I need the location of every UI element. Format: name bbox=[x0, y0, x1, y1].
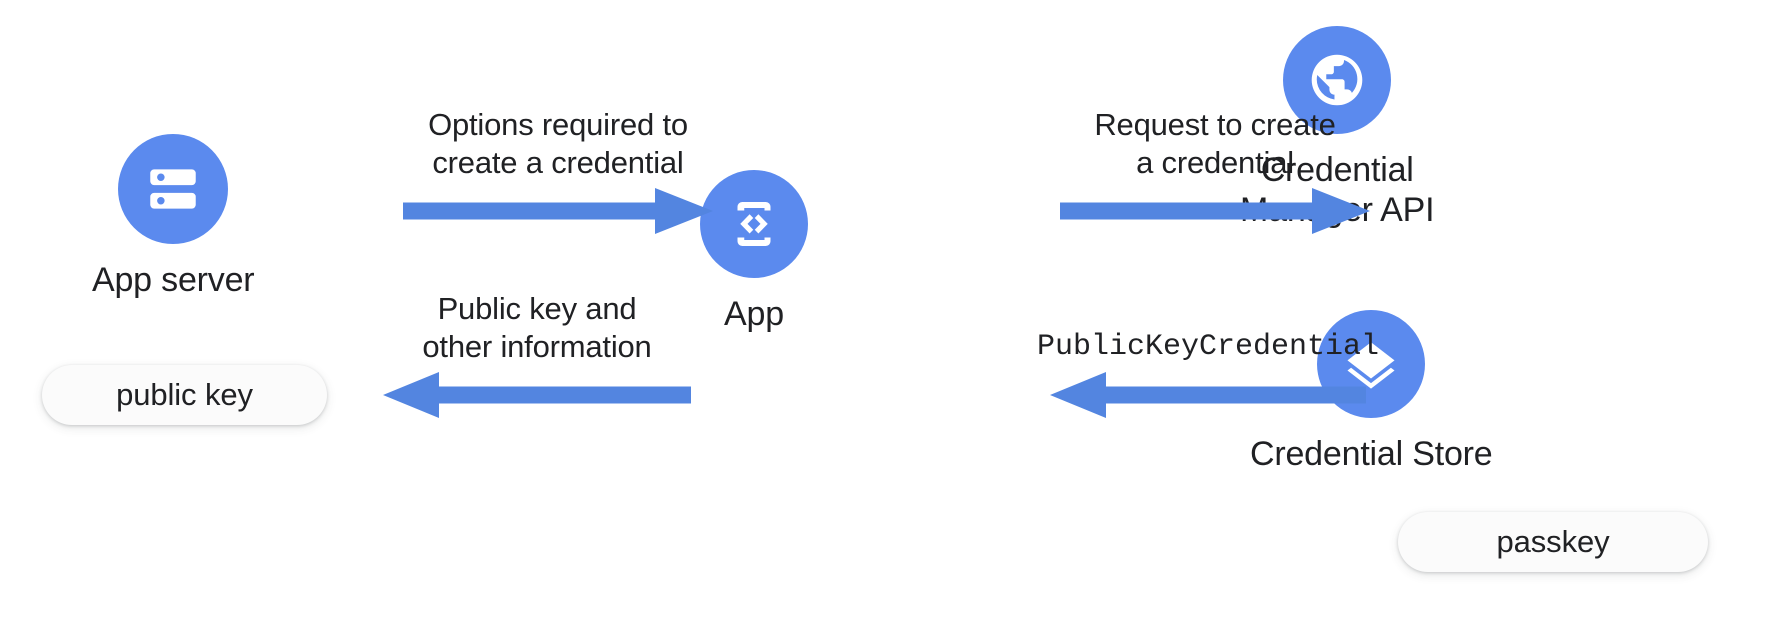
public-key-chip: public key bbox=[42, 365, 327, 425]
arrow-request-to-create: Request to create a credential bbox=[1060, 107, 1370, 234]
arrow-label-options-required: Options required to create a credential bbox=[428, 106, 688, 180]
arrow-right-glyph bbox=[1060, 188, 1370, 234]
node-credential-store: Credential Store bbox=[1250, 310, 1493, 474]
arrow-label-public-key-and-other-information: Public key and other information bbox=[422, 290, 652, 364]
arrow-options-required: Options required to create a credential bbox=[403, 107, 713, 234]
globe-icon bbox=[1283, 26, 1392, 134]
public-key-chip-label: public key bbox=[116, 377, 253, 412]
node-label-app: App bbox=[724, 295, 784, 333]
arrow-left-glyph bbox=[383, 372, 691, 418]
arrow-right-glyph bbox=[403, 188, 713, 234]
arrow-left-glyph bbox=[1050, 372, 1366, 418]
node-app: App bbox=[700, 170, 808, 334]
app-code-phone-icon bbox=[700, 170, 808, 278]
node-label-credential-store: Credential Store bbox=[1250, 435, 1493, 473]
node-label-app-server: App server bbox=[92, 261, 255, 299]
server-icon bbox=[118, 134, 229, 244]
node-app-server: App server bbox=[92, 134, 255, 300]
arrow-label-public-key-credential: PublicKeyCredential bbox=[1036, 330, 1380, 365]
passkey-chip: passkey bbox=[1398, 512, 1708, 572]
arrow-label-request-to-create: Request to create a credential bbox=[1094, 106, 1336, 180]
arrow-public-key-and-other-information: Public key and other information bbox=[383, 291, 691, 418]
passkey-chip-label: passkey bbox=[1496, 524, 1610, 559]
arrow-public-key-credential: PublicKeyCredential bbox=[1037, 330, 1379, 418]
